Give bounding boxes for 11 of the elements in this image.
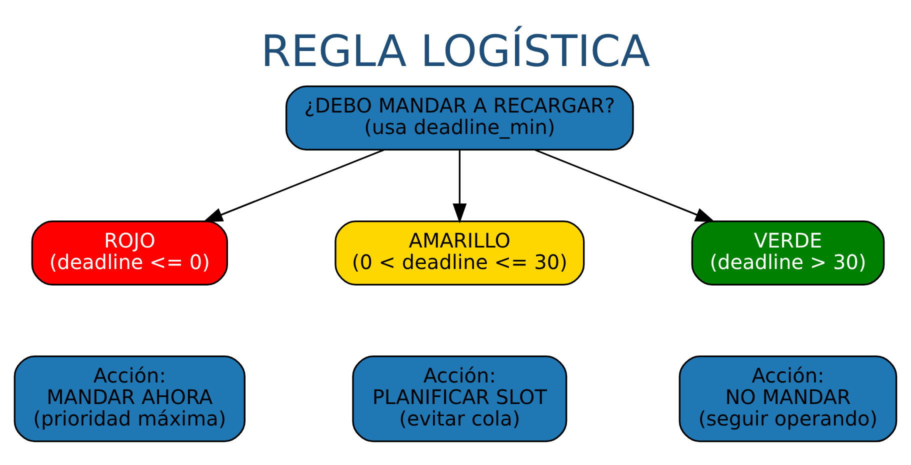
arrow — [452, 150, 467, 223]
node-box: VERDE (deadline > 30) — [691, 220, 885, 285]
node-box: Acción: PLANIFICAR SLOT (evitar cola) — [352, 355, 568, 442]
node-box: ¿DEBO MANDAR A RECARGAR? (usa deadline_min) — [286, 85, 634, 150]
arrow — [534, 148, 716, 222]
node-box: Acción: MANDAR AHORA (prioridad máxima) — [14, 355, 246, 442]
node-box: Acción: NO MANDAR (seguir operando) — [678, 355, 898, 442]
arrow — [202, 148, 384, 222]
node-box: ROJO (deadline <= 0) — [31, 220, 228, 285]
diagram-title: REGLA LOGÍSTICA — [260, 26, 650, 76]
node-box: AMARILLO (0 < deadline <= 30) — [334, 220, 585, 285]
